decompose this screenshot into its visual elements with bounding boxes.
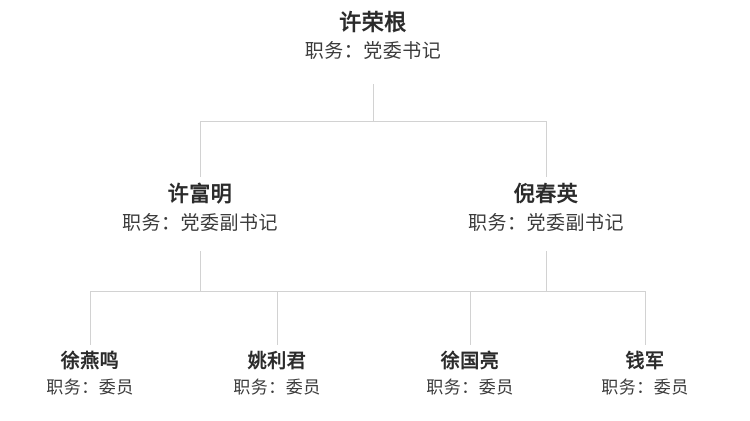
connector-root-stem (373, 84, 374, 122)
org-node-title: 职务：委员 (601, 378, 689, 397)
org-node-title: 职务：委员 (46, 378, 134, 397)
connector-level3-bus (90, 291, 646, 292)
org-node-name: 许富明 (167, 183, 233, 206)
org-node-name: 徐燕鸣 (60, 351, 120, 372)
connector-drop-qianjun (645, 291, 646, 345)
org-node-name: 许荣根 (339, 10, 407, 35)
org-node-yaolijun[interactable]: 姚利君 职务：委员 (233, 348, 321, 400)
org-node-xuguoliang[interactable]: 徐国亮 职务：委员 (426, 348, 514, 400)
org-node-name: 徐国亮 (440, 351, 500, 372)
connector-drop-xuyanming (90, 291, 91, 345)
connector-drop-xuguoliang (470, 291, 471, 345)
connector-drop-xufuming (200, 121, 201, 177)
connector-stem-nichunying (546, 251, 547, 292)
org-node-xufuming[interactable]: 许富明 职务：党委副书记 (122, 180, 278, 238)
org-node-nichunying[interactable]: 倪春英 职务：党委副书记 (468, 180, 624, 238)
connector-drop-yaolijun (277, 291, 278, 345)
connector-drop-nichunying (546, 121, 547, 177)
org-node-title: 职务：委员 (426, 378, 514, 397)
connector-level2-bus (200, 121, 547, 122)
connector-stem-xufuming (200, 251, 201, 292)
org-node-xurongen[interactable]: 许荣根 职务：党委书记 (305, 8, 442, 66)
org-node-name: 姚利君 (247, 351, 307, 372)
org-node-title: 职务：委员 (233, 378, 321, 397)
org-node-name: 倪春英 (513, 183, 579, 206)
org-node-xuyanming[interactable]: 徐燕鸣 职务：委员 (46, 348, 134, 400)
org-node-name: 钱军 (625, 351, 665, 372)
org-node-title: 职务：党委副书记 (121, 213, 279, 234)
org-node-title: 职务：党委书记 (304, 41, 442, 62)
org-node-qianjun[interactable]: 钱军 职务：委员 (601, 348, 689, 400)
org-node-title: 职务：党委副书记 (467, 213, 625, 234)
